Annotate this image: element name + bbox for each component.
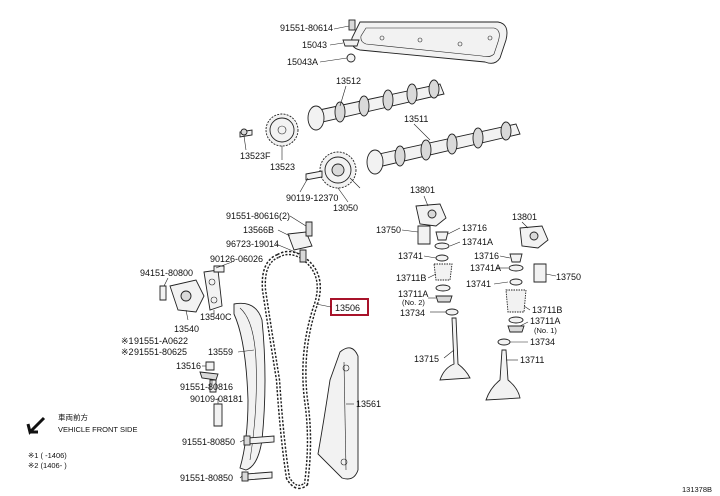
- bolt-91551-80816: [209, 379, 217, 393]
- label-p18: 91551-80625: [134, 347, 187, 357]
- part-labels: 91551-80614 15043 15043A 13512 13511 135…: [121, 23, 581, 483]
- lash-adjuster-13750-right: [533, 263, 547, 283]
- label-p6: 13523F: [240, 151, 271, 161]
- cam-sprocket-13523: [265, 113, 299, 147]
- vehicle-front-legend: 車両前方 VEHICLE FRONT SIDE ※1 ( -1406) ※2 (…: [26, 412, 137, 470]
- label-p44: (No. 1): [534, 326, 557, 335]
- label-p46: 13711: [520, 355, 544, 365]
- label-p45: 13734: [530, 337, 555, 347]
- label-p39: 13741A: [470, 263, 501, 273]
- label-p24: 91551-80850: [180, 473, 233, 483]
- legend-note-2: ※2 (1406- ): [28, 461, 67, 470]
- label-p27: 13801: [410, 185, 435, 195]
- label-p43: 13711A: [530, 316, 560, 326]
- label-p29: 13716: [462, 223, 487, 233]
- rocker-arm-13801-right: [519, 225, 549, 249]
- legend-jp: 車両前方: [58, 412, 88, 422]
- chain-tensioner-slipper-13559: [233, 302, 266, 471]
- valve-cover-gasket: [351, 21, 508, 64]
- label-p2: 15043: [302, 40, 327, 50]
- label-p19: 13559: [208, 347, 233, 357]
- camshaft-13511: [366, 121, 521, 175]
- label-p36: 13715: [414, 354, 439, 364]
- chain-guide-13561: [317, 347, 359, 480]
- label-p21: 91551-80816: [180, 382, 233, 392]
- bracket-13566b: [287, 221, 313, 263]
- label-p33: 13711A: [398, 289, 428, 299]
- bolt-91551-80850-a: [243, 435, 275, 446]
- label-p7: 13523: [270, 162, 295, 172]
- bolt-90119: [305, 170, 323, 181]
- label-p34: (No. 2): [402, 298, 425, 307]
- label-p28: 13750: [376, 225, 401, 235]
- label-p26: 13561: [356, 399, 381, 409]
- label-p3: 15043A: [287, 57, 318, 67]
- label-p17: 91551-A0622: [134, 336, 188, 346]
- valve-13715: [439, 317, 471, 381]
- label-p16: 13540C: [200, 312, 232, 322]
- label-p22: 90109-08181: [190, 394, 243, 404]
- bolt-15043: [342, 19, 360, 63]
- tensioner-plate-13540c: [203, 269, 223, 311]
- label-p40: 13750: [556, 272, 581, 282]
- vvt-gear-13050: [319, 151, 361, 189]
- label-p9: 13050: [333, 203, 358, 213]
- label-p32: 13711B: [396, 273, 426, 283]
- legend-en: VEHICLE FRONT SIDE: [58, 425, 137, 434]
- label-p13: 90126-06026: [210, 254, 263, 264]
- label-p11: 13566B: [243, 225, 274, 235]
- legend-note-1: ※1 ( -1406): [28, 451, 67, 460]
- bolt-94151: [159, 285, 167, 301]
- bolt-90109: [213, 403, 223, 427]
- diagram-code: 131378B: [682, 485, 712, 494]
- label-m1: ※1: [121, 336, 134, 346]
- bolt-13523f: [239, 128, 253, 138]
- timing-chain-13506: [261, 250, 321, 490]
- label-p37: 13801: [512, 212, 537, 222]
- label-m2: ※2: [121, 347, 134, 357]
- label-p12: 96723-19014: [226, 239, 279, 249]
- label-p20: 13516: [176, 361, 201, 371]
- label-p25: 13506: [335, 303, 360, 313]
- label-p4: 13512: [336, 76, 361, 86]
- front-arrow-icon: [26, 416, 46, 435]
- label-p42: 13711B: [532, 305, 562, 315]
- label-p30: 13741A: [462, 237, 493, 247]
- leader-lines: [163, 25, 557, 479]
- lash-adjuster-13750-left: [417, 225, 431, 245]
- label-p14: 94151-80800: [140, 268, 193, 278]
- label-p41: 13741: [466, 279, 491, 289]
- label-p10: 91551-80616(2): [226, 211, 290, 221]
- label-p35: 13734: [400, 308, 425, 318]
- rocker-arm-13801-left: [415, 203, 447, 227]
- valve-13711: [485, 349, 521, 401]
- valve-spring-parts-right: [497, 253, 527, 346]
- label-p8: 90119-12370: [286, 193, 338, 203]
- tensioner-13540: [169, 279, 205, 313]
- bolt-13516: [199, 361, 219, 381]
- label-p5: 13511: [404, 114, 428, 124]
- label-p31: 13741: [398, 251, 423, 261]
- camshaft-13512: [307, 79, 445, 131]
- bolt-91551-80850-b: [241, 471, 273, 482]
- label-p23: 91551-80850: [182, 437, 235, 447]
- label-p38: 13716: [474, 251, 499, 261]
- label-p1: 91551-80614: [280, 23, 333, 33]
- label-p15: 13540: [174, 324, 199, 334]
